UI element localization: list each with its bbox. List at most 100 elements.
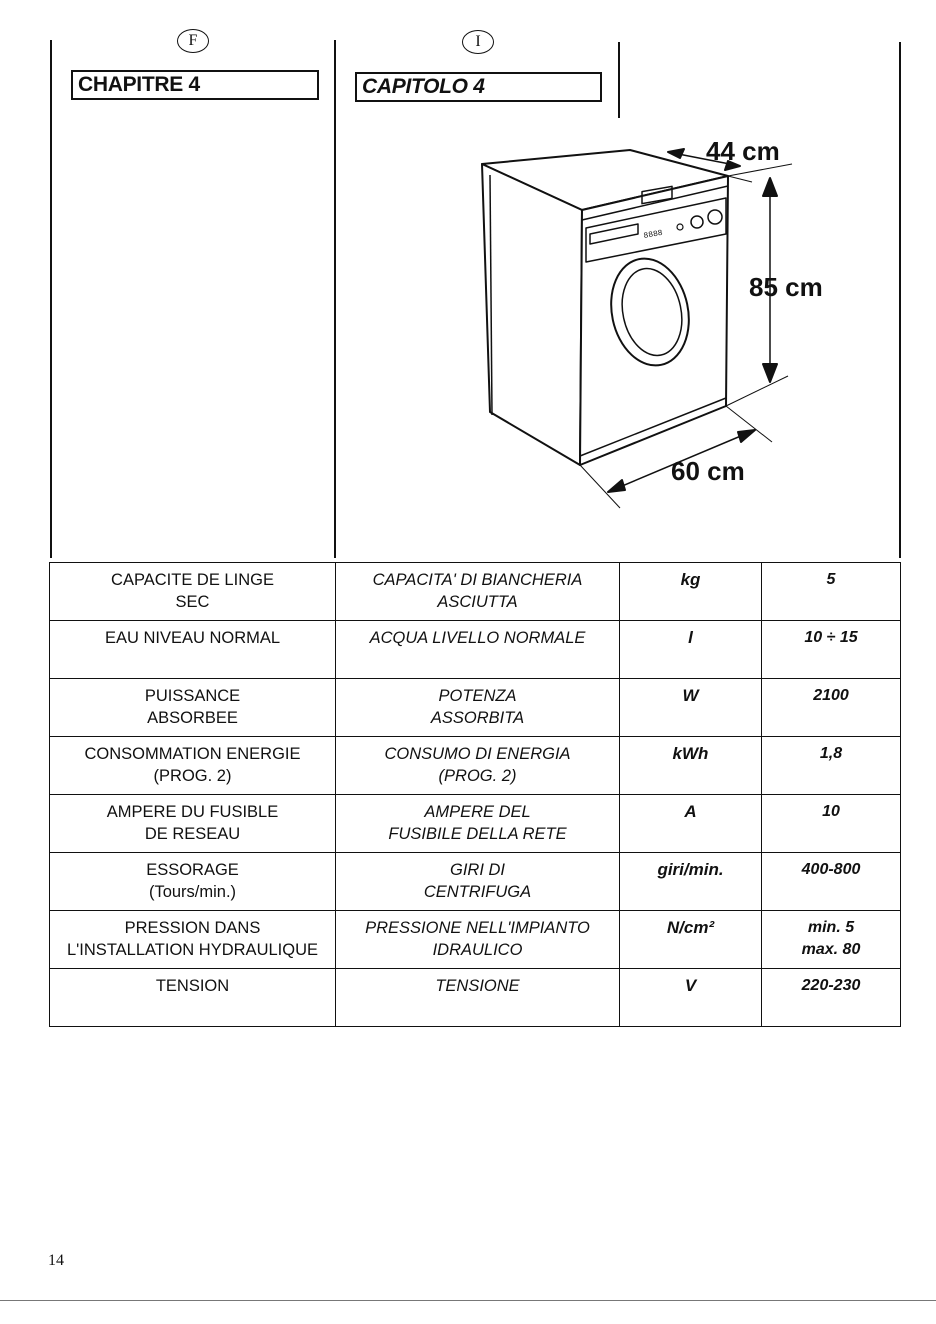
spec-value-line: min. 5 [807,919,855,936]
width-dimension-label: 60 cm [671,456,745,486]
washing-machine-dimensions-diagram: 44 cm 85 cm 60 cm 8888 [481,136,823,509]
spec-value-line: 400-800 [801,861,861,878]
spec-value-line: 5 [826,571,836,588]
spec-row: EAU NIVEAU NORMAL ACQUA LIVELLO NORMALE l 1… [49,620,901,679]
italian-badge-letter: I [475,33,481,50]
spec-label-italian-line: PRESSIONE NELL'IMPIANTO [365,919,590,937]
french-chapter-title: CHAPITRE 4 [71,70,319,100]
italian-language-badge: I [462,30,494,54]
spec-label-french-line: AMPERE DU FUSIBLE [106,803,279,821]
spec-value-line: 2100 [813,687,849,704]
depth-dimension-label: 44 cm [706,136,780,166]
spec-value-line: 10 ÷ 15 [804,629,858,646]
spec-label-french-line: (Tours/min.) [148,883,237,901]
spec-label-french-line: CONSOMMATION ENERGIE [84,745,301,763]
spec-table-body: CAPACITE DE LINGE SEC CAPACITA' DI BIANCHE… [49,562,901,1027]
spec-value-line: max. 80 [801,941,861,958]
control-display-digits: 8888 [643,229,664,241]
spec-value-line: 10 [822,803,840,820]
spec-label-italian: CONSUMO DI ENERGIA (PROG. 2) [335,736,620,795]
technical-specifications-table: CAPACITE DE LINGE SEC CAPACITA' DI BIANCHE… [49,562,901,1027]
spec-label-italian-line: ACQUA LIVELLO NORMALE [369,629,586,647]
spec-value: 10 ÷ 15 [761,620,901,679]
spec-label-french-line: L'INSTALLATION HYDRAULIQUE [66,941,318,959]
spec-label-italian: TENSIONE [335,968,620,1027]
spec-label-french: TENSION [49,968,336,1027]
spec-label-french-line: TENSION [155,977,230,995]
spec-unit: giri/min. [619,852,762,911]
french-badge-letter: F [188,32,198,49]
spec-label-italian-line: CENTRIFUGA [423,883,532,901]
spec-unit: A [619,794,762,853]
spec-label-italian-line: POTENZA [438,687,517,705]
machine-front [579,175,729,466]
spec-unit: l [619,620,762,679]
spec-label-italian-line: CONSUMO DI ENERGIA [384,745,571,763]
spec-label-italian-line: ASCIUTTA [437,593,518,611]
spec-label-italian-line: CAPACITA' DI BIANCHERIA [372,571,583,589]
program-knob-1 [690,215,704,229]
column-divider-edge [899,42,901,558]
spec-label-french-line: DE RESEAU [144,825,241,843]
spec-label-french: PUISSANCE ABSORBEE [49,678,336,737]
spec-row: CAPACITE DE LINGE SEC CAPACITA' DI BIANCHE… [49,562,901,621]
spec-value-line: 220-230 [801,977,861,994]
spec-row: CONSOMMATION ENERGIE(PROG. 2)CONSUMO DI … [49,736,901,795]
spec-value: min. 5 max. 80 [761,910,901,969]
spec-row: PUISSANCE ABSORBEE POTENZA ASSORBITA W 2100 [49,678,901,737]
spec-value: 2100 [761,678,901,737]
spec-unit: V [619,968,762,1027]
spec-value: 1,8 [761,736,901,795]
spec-label-french: CAPACITE DE LINGE SEC [49,562,336,621]
italian-chapter-title: CAPITOLO 4 [355,72,602,102]
spec-label-french: PRESSION DANS L'INSTALLATION HYDRAULIQUE [49,910,336,969]
spec-label-italian: CAPACITA' DI BIANCHERIA ASCIUTTA [335,562,620,621]
program-knob-2 [707,209,723,225]
bottom-rule [0,1300,936,1301]
spec-label-french-line: PUISSANCE [144,687,241,705]
machine-door-outer [610,257,690,367]
spec-unit: kWh [619,736,762,795]
detergent-drawer [589,223,639,245]
spec-unit: N/cm² [619,910,762,969]
spec-label-italian: ACQUA LIVELLO NORMALE [335,620,620,679]
spec-label-italian-line: GIRI DI [449,861,505,879]
machine-side [481,163,583,466]
spec-label-french-line: SEC [175,593,210,611]
spec-value: 400-800 [761,852,901,911]
spec-label-italian-line: IDRAULICO [432,941,523,959]
spec-unit: W [619,678,762,737]
spec-label-french: ESSORAGE(Tours/min.) [49,852,336,911]
spec-value: 5 [761,562,901,621]
column-divider-middle [334,40,336,558]
spec-label-italian: PRESSIONE NELL'IMPIANTO IDRAULICO [335,910,620,969]
spec-label-french-line: PRESSION DANS [124,919,261,937]
spec-value: 10 [761,794,901,853]
spec-label-french: EAU NIVEAU NORMAL [49,620,336,679]
spec-label-italian: POTENZA ASSORBITA [335,678,620,737]
machine-door-inner [621,267,683,357]
control-display [641,185,673,205]
height-dimension-label: 85 cm [749,272,823,302]
spec-label-italian-line: ASSORBITA [430,709,525,727]
spec-label-french-line: (PROG. 2) [153,767,232,785]
spec-value-line: 1,8 [819,745,843,762]
column-divider-right [618,42,620,118]
french-language-badge: F [177,29,209,53]
spec-unit: kg [619,562,762,621]
spec-row: ESSORAGE(Tours/min.) GIRI DI CENTRIFUGA gir… [49,852,901,911]
spec-label-french-line: CAPACITE DE LINGE [111,571,274,589]
spec-label-italian-line: AMPERE DEL [424,803,531,821]
spec-label-french: CONSOMMATION ENERGIE (PROG. 2) [49,736,336,795]
page-number: 14 [48,1252,64,1269]
spec-label-italian: GIRI DI CENTRIFUGA [335,852,620,911]
spec-label-italian-line: (PROG. 2) [438,767,517,785]
spec-row: AMPERE DU FUSIBLE DE RESEAU AMPERE DEL FUSI… [49,794,901,853]
column-divider-left [50,40,52,558]
spec-label-italian: AMPERE DEL FUSIBILE DELLA RETE [335,794,620,853]
spec-label-italian-line: FUSIBILE DELLA RETE [388,825,567,843]
spec-label-french-line: ABSORBEE [147,709,238,727]
spec-value: 220-230 [761,968,901,1027]
